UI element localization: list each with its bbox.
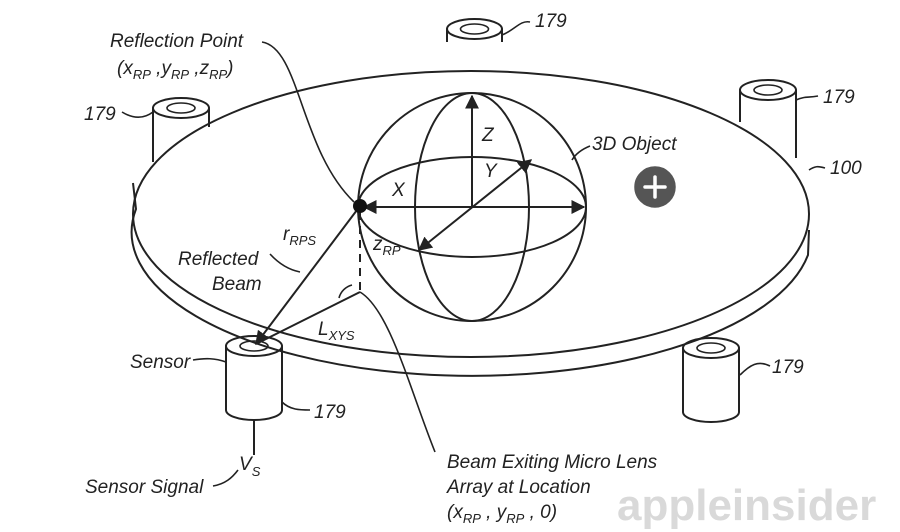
platform-edge: [130, 182, 810, 377]
ref-179-right-top: 179: [823, 87, 855, 108]
post-top: [446, 18, 503, 43]
sphere-3d-object: [357, 92, 587, 322]
beam-exit-label-2: Array at Location: [446, 477, 591, 498]
add-button[interactable]: [631, 163, 679, 211]
axis-x-label: X: [391, 180, 406, 201]
object-3d-label: 3D Object: [592, 134, 677, 155]
lxys-label: LXYS: [318, 319, 355, 343]
reflection-point-coords: (xRP ,yRP ,zRP): [117, 58, 233, 82]
ref-179-sensor: 179: [314, 402, 346, 423]
post-left: [152, 97, 210, 162]
appleinsider-watermark: appleinsider: [617, 481, 876, 530]
right-angle-mark: [338, 284, 353, 299]
leader-reflection-point: [261, 41, 355, 203]
leader-beam-exit: [359, 291, 436, 453]
sensor-post: [225, 335, 283, 455]
beam-geometry: [255, 199, 367, 346]
zrp-label: zRP: [372, 234, 401, 258]
platform-top: [132, 70, 810, 358]
labels: Reflection Point (xRP ,yRP ,zRP) 179 179…: [84, 11, 862, 526]
rrps-label: rRPS: [283, 224, 316, 248]
sensor-signal-label: Sensor Signal: [85, 477, 204, 498]
post-right-top: [739, 79, 797, 158]
ref-179-left: 179: [84, 104, 116, 125]
reflection-point-label: Reflection Point: [110, 31, 244, 52]
sensor-label: Sensor: [130, 352, 191, 373]
axis-y-label: Y: [484, 161, 498, 182]
beam-exit-label-1: Beam Exiting Micro Lens: [447, 452, 658, 473]
y-axis: [417, 159, 533, 251]
reflected-label-2: Beam: [212, 274, 262, 295]
lxys-line: [255, 291, 361, 345]
ref-179-right-bottom: 179: [772, 357, 804, 378]
vs-label: VS: [239, 454, 261, 479]
platform: [130, 70, 810, 377]
axis-z-label: Z: [481, 125, 495, 146]
plus-icon: [643, 175, 667, 199]
reflection-point-dot: [353, 199, 367, 213]
leader-lines: [121, 20, 826, 487]
beam-exit-coords: (xRP , yRP , 0): [447, 502, 557, 526]
reflected-beam-line: [255, 205, 361, 346]
post-right-bottom: [682, 337, 740, 423]
reflected-label-1: Reflected: [178, 249, 260, 270]
ref-100: 100: [830, 158, 862, 179]
ref-179-top: 179: [535, 11, 567, 32]
